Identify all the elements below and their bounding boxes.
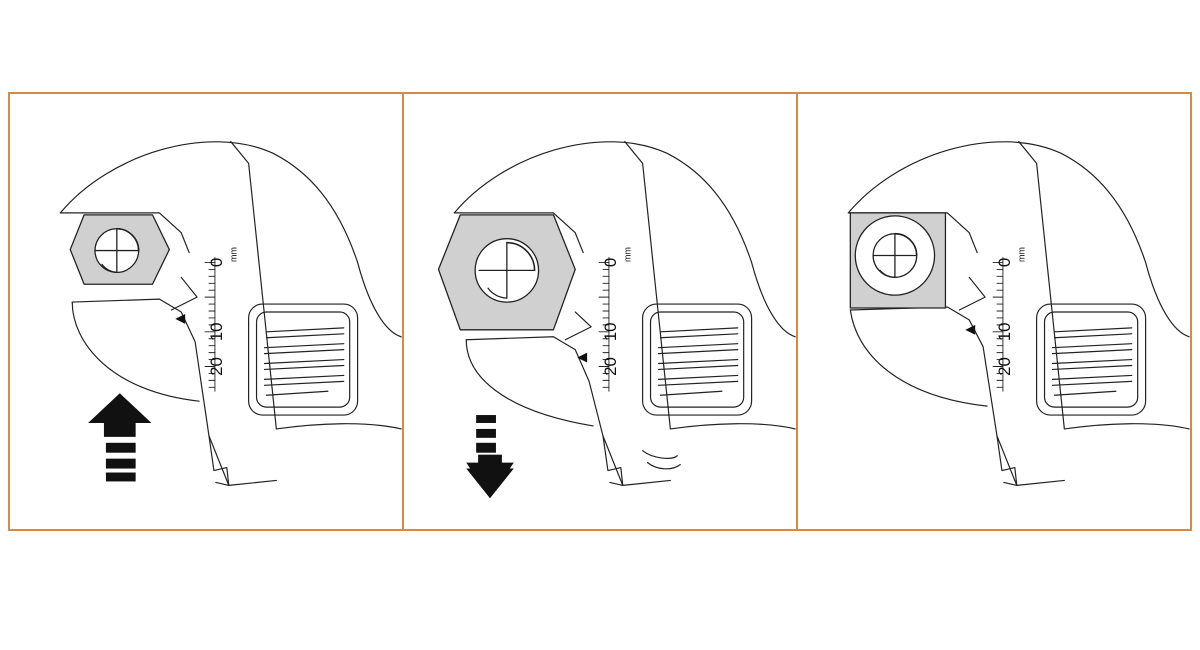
panel-jaw-set: 0 10 20 mm — [796, 94, 1190, 529]
panel-jaw-closing: 0 10 20 mm — [10, 94, 402, 529]
hex-nut — [69, 214, 170, 285]
scale-label-0: 0 — [207, 258, 226, 267]
up-arrow-icon — [88, 393, 152, 482]
mm-scale-labels: 0 10 20 mm — [207, 247, 239, 376]
illustration-panels: 0 10 20 mm — [8, 92, 1192, 531]
mm-scale-ticks — [204, 257, 216, 392]
panel-jaw-opening: 0 10 20 mm — [402, 94, 796, 529]
adjustable-wrench-drawing: 0 10 20 mm — [847, 140, 1190, 486]
scale-pointer — [965, 324, 976, 335]
movable-jaw — [71, 298, 230, 486]
scale-unit: mm — [1017, 247, 1027, 262]
wrench-neck-line — [230, 140, 277, 430]
wrench-handle-bottom — [275, 423, 402, 430]
wrench-head-outline — [59, 141, 402, 338]
scale-unit: mm — [623, 247, 633, 262]
adjustable-wrench-drawing: 0 10 20 mm — [59, 140, 402, 486]
scale-label-20: 20 — [601, 357, 620, 376]
wrench-upper-jaw — [59, 212, 190, 254]
scale-label-0: 0 — [601, 258, 620, 267]
scale-pointer — [175, 313, 186, 324]
hex-nut — [437, 214, 576, 331]
down-arrow-icon — [466, 415, 514, 499]
scale-label-20: 20 — [207, 357, 226, 376]
adjustable-wrench-drawing: 0 10 20 mm — [437, 140, 796, 499]
scale-label-0: 0 — [995, 258, 1014, 267]
scale-unit: mm — [229, 247, 239, 262]
scale-label-10: 10 — [601, 322, 620, 341]
worm-gear-housing — [248, 303, 359, 416]
scale-pointer — [577, 352, 588, 363]
scale-label-10: 10 — [995, 322, 1014, 341]
square-nut — [849, 212, 947, 309]
scale-label-20: 20 — [995, 357, 1014, 376]
scale-label-10: 10 — [207, 322, 226, 341]
